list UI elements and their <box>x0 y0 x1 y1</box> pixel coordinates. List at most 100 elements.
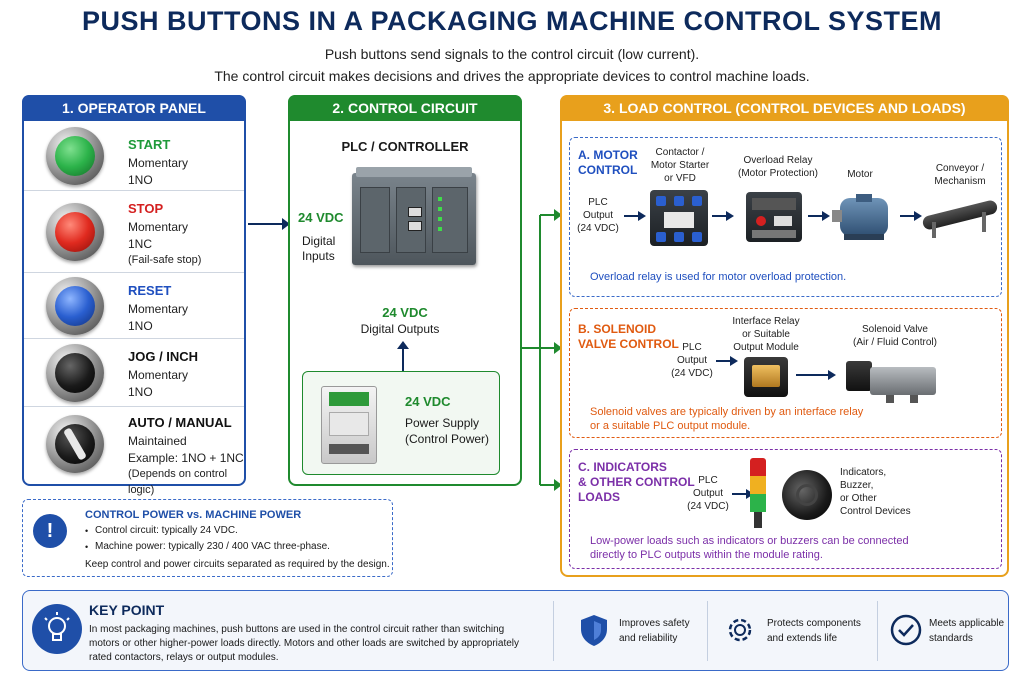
solenoid-plc-output-3: (24 VDC) <box>671 368 713 379</box>
stop-push-button[interactable] <box>46 203 104 261</box>
digital-inputs-voltage: 24 VDC <box>298 210 344 225</box>
key-point-line-3: rated contactors, relays or output modul… <box>89 652 279 663</box>
control-circuit-panel: 2. CONTROL CIRCUIT PLC / CONTROLLER 24 V… <box>288 95 522 486</box>
reset-button-contact: 1NO <box>128 319 153 333</box>
solenoid-valve-image <box>846 355 940 405</box>
conveyor-label-1: Conveyor / <box>935 163 985 174</box>
reset-button-type: Momentary <box>128 302 189 316</box>
indicator-devices-1: Indicators, <box>840 467 887 478</box>
solenoid-note-1: Solenoid valves are typically driven by … <box>590 406 864 418</box>
stop-button-contact: 1NC <box>128 237 153 251</box>
power-note-bullet-dot-1: • <box>85 526 89 536</box>
indicators-plc-output-3: (24 VDC) <box>687 501 729 512</box>
key-point-line-1: In most packaging machines, push buttons… <box>89 624 505 635</box>
load-control-panel: 3. LOAD CONTROL (CONTROL DEVICES AND LOA… <box>560 95 1009 577</box>
auto-manual-note: (Depends on control logic) <box>128 468 228 496</box>
power-supply-box: 24 VDC Power Supply (Control Power) <box>302 371 500 475</box>
key-point-panel: KEY POINT In most packaging machines, pu… <box>22 590 1009 671</box>
power-note-bullet-dot-2: • <box>85 542 89 552</box>
info-icon: ! <box>33 514 67 548</box>
check-circle-icon <box>889 613 923 652</box>
power-note-bullet-2: Machine power: typically 230 / 400 VAC t… <box>95 541 330 552</box>
arrow-operator-to-control <box>248 218 290 230</box>
indicators-title-1: C. INDICATORS <box>578 460 667 474</box>
indicators-title-3: LOADS <box>578 490 620 504</box>
reset-push-button[interactable] <box>46 277 104 335</box>
load-control-header: 3. LOAD CONTROL (CONTROL DEVICES AND LOA… <box>560 95 1009 121</box>
arrow-motor-4 <box>900 211 922 221</box>
conveyor-image <box>921 199 999 240</box>
jog-button-type: Momentary <box>128 368 189 382</box>
indicators-note-1: Low-power loads such as indicators or bu… <box>590 535 909 547</box>
conveyor-label-2: Mechanism <box>934 176 986 187</box>
plc-controller-image <box>352 167 476 267</box>
solenoid-valve-label-1: Solenoid Valve <box>862 324 928 335</box>
motor-control-section: A. MOTOR CONTROL PLC Output (24 VDC) Con… <box>569 137 1002 297</box>
psu-label-2: (Control Power) <box>405 432 490 446</box>
motor-plc-output-3: (24 VDC) <box>577 223 619 234</box>
key-point-title: KEY POINT <box>89 602 165 618</box>
psu-voltage: 24 VDC <box>405 394 451 409</box>
power-note-title: CONTROL POWER vs. MACHINE POWER <box>85 509 302 521</box>
power-note-footer: Keep control and power circuits separate… <box>85 559 390 570</box>
indicator-devices-3: or Other <box>840 493 877 504</box>
solenoid-note-2: or a suitable PLC output module. <box>590 420 751 432</box>
solenoid-title-2: VALVE CONTROL <box>578 337 679 351</box>
motor-control-title-1: A. MOTOR <box>578 148 638 162</box>
motor-control-note: Overload relay is used for motor overloa… <box>590 271 847 283</box>
indicator-devices-4: Control Devices <box>840 506 911 517</box>
start-button-row: START Momentary 1NO <box>24 121 244 191</box>
digital-outputs-voltage: 24 VDC <box>382 305 428 320</box>
interface-relay-label-2: or Suitable <box>742 329 790 340</box>
key-point-line-2: motors or other higher-power loads direc… <box>89 638 520 649</box>
shield-icon <box>579 613 609 652</box>
jog-push-button[interactable] <box>46 344 104 402</box>
benefit-2-line-1: Protects components <box>767 618 861 629</box>
benefit-1-line-2: and reliability <box>619 633 678 644</box>
reset-button-row: RESET Momentary 1NO <box>24 273 244 339</box>
stop-button-row: STOP Momentary 1NC (Fail-safe stop) <box>24 191 244 273</box>
jog-button-row: JOG / INCH Momentary 1NO <box>24 339 244 407</box>
contactor-label-2: Motor Starter <box>650 160 710 171</box>
digital-outputs-label: Digital Outputs <box>360 322 440 336</box>
motor-label: Motor <box>847 169 873 180</box>
jog-button-name: JOG / INCH <box>128 349 199 364</box>
jog-button-contact: 1NO <box>128 385 153 399</box>
motor-image <box>832 194 896 240</box>
plc-title: PLC / CONTROLLER <box>341 139 469 154</box>
start-button-name: START <box>128 137 171 152</box>
motor-plc-output-2: Output <box>582 210 614 221</box>
contactor-label-3: or VFD <box>664 173 696 184</box>
divider <box>707 601 708 661</box>
stop-button-note: (Fail-safe stop) <box>128 254 202 266</box>
motor-control-title-2: CONTROL <box>578 163 638 177</box>
arrow-psu-to-plc <box>397 341 409 373</box>
benefit-3-line-2: standards <box>929 633 973 644</box>
interface-relay-label-3: Output Module <box>733 342 799 353</box>
subtitle-line-1: Push buttons send signals to the control… <box>324 46 700 62</box>
lightbulb-icon <box>32 604 82 654</box>
start-push-button[interactable] <box>46 127 104 185</box>
indicators-plc-output-1: PLC <box>698 475 718 486</box>
power-supply-image <box>315 382 381 466</box>
divider <box>553 601 554 661</box>
arrow-motor-3 <box>808 211 830 221</box>
subtitle-line-2: The control circuit makes decisions and … <box>214 68 810 84</box>
overload-relay-image <box>746 192 802 242</box>
start-button-contact: 1NO <box>128 173 153 187</box>
solenoid-valve-section: B. SOLENOID VALVE CONTROL PLC Output (24… <box>569 308 1002 438</box>
digital-inputs-label-2: Inputs <box>302 249 335 263</box>
overload-relay-label-2: (Motor Protection) <box>737 168 819 179</box>
benefit-3-line-1: Meets applicable <box>929 618 1005 629</box>
benefit-2-line-2: and extends life <box>767 633 838 644</box>
divider <box>877 601 878 661</box>
buzzer-icon <box>782 470 832 520</box>
auto-manual-type: Maintained <box>128 434 187 448</box>
page-title: PUSH BUTTONS IN A PACKAGING MACHINE CONT… <box>81 6 943 36</box>
auto-manual-selector-switch[interactable] <box>46 415 104 473</box>
control-power-note: ! CONTROL POWER vs. MACHINE POWER • Cont… <box>22 499 393 577</box>
stack-light-icon <box>750 458 766 530</box>
solenoid-plc-output-2: Output <box>676 355 708 366</box>
control-circuit-header: 2. CONTROL CIRCUIT <box>288 95 522 121</box>
contactor-label-1: Contactor / <box>655 147 705 158</box>
